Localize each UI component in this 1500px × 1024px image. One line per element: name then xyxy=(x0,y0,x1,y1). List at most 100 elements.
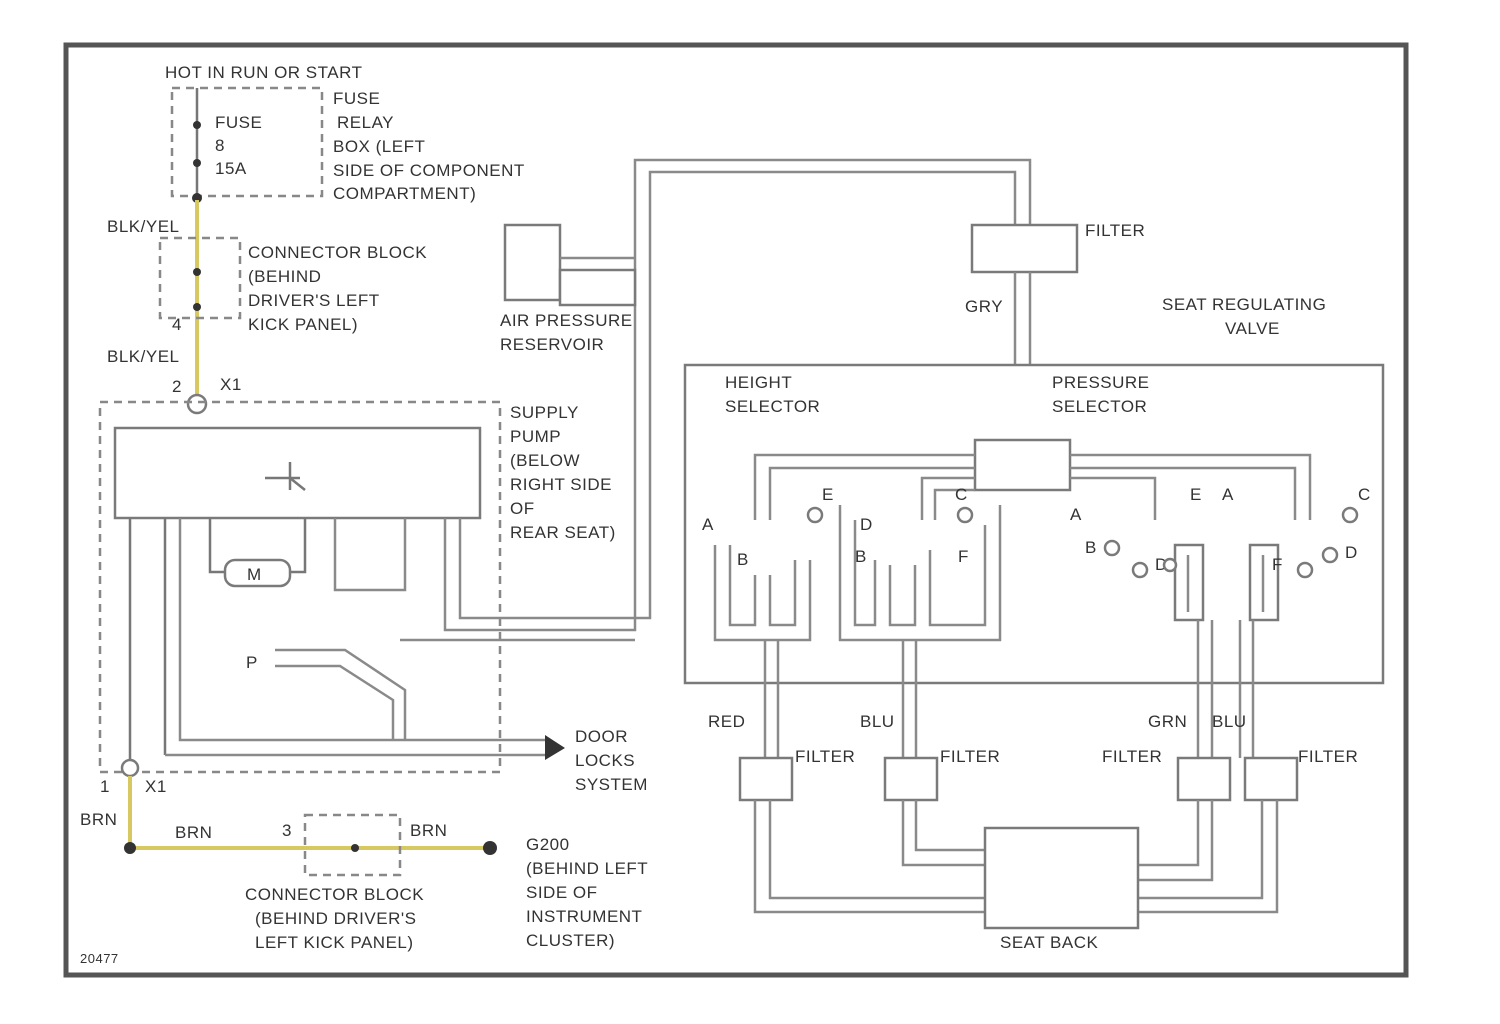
valve-port-icon xyxy=(1164,559,1176,571)
arrow-door-locks-icon xyxy=(545,735,565,760)
connector-x1-label: X1 xyxy=(220,375,242,394)
tube-color-label: RED xyxy=(708,712,745,731)
fuse-amperage-label: 15A xyxy=(215,159,247,178)
valve-port-icon xyxy=(1343,508,1357,522)
p-port-label: P xyxy=(246,653,258,672)
seat-back xyxy=(985,828,1138,928)
valve-port-icon xyxy=(1298,563,1312,577)
port-label: B xyxy=(855,547,867,566)
seat-back-label: SEAT BACK xyxy=(1000,933,1099,952)
port-label: E xyxy=(822,485,834,504)
fuse-relay-box-label: COMPARTMENT) xyxy=(333,184,476,203)
wire-color-label: BLK/YEL xyxy=(107,217,180,236)
fuse-number-label: 8 xyxy=(215,136,225,155)
fuse-relay-box-label: SIDE OF COMPONENT xyxy=(333,161,525,180)
wire-color-label: BRN xyxy=(410,821,447,840)
port-label: A xyxy=(702,515,714,534)
fuse-relay-box-label: RELAY xyxy=(337,113,394,132)
ground-label: CLUSTER) xyxy=(526,931,615,950)
ground-label: (BEHIND LEFT xyxy=(526,859,648,878)
ground-label: G200 xyxy=(526,835,570,854)
filter-3 xyxy=(1178,758,1230,800)
filter-4 xyxy=(1245,758,1297,800)
connector-block-label: CONNECTOR BLOCK xyxy=(248,243,427,262)
wire-color-label: BLK/YEL xyxy=(107,347,180,366)
reservoir-label: AIR PRESSURE xyxy=(500,311,633,330)
port-label: F xyxy=(1272,555,1283,574)
connector-x1-label: X1 xyxy=(145,777,167,796)
filter-label: FILTER xyxy=(795,747,855,766)
filter-label: FILTER xyxy=(1298,747,1358,766)
filter-top xyxy=(972,225,1077,272)
filter-label: FILTER xyxy=(1102,747,1162,766)
supply-pump-label: (BELOW xyxy=(510,451,580,470)
valve-port-icon xyxy=(958,508,972,522)
filter-2 xyxy=(885,758,937,800)
air-pressure-reservoir xyxy=(505,225,635,305)
door-locks-label: SYSTEM xyxy=(575,775,648,794)
connector-block-label: (BEHIND xyxy=(248,267,321,286)
supply-pump-label: OF xyxy=(510,499,535,518)
connector-block-label: KICK PANEL) xyxy=(248,315,358,334)
valve-port-icon xyxy=(1133,563,1147,577)
port-label: C xyxy=(1358,485,1371,504)
port-label: B xyxy=(737,550,749,569)
tube-color-label: GRN xyxy=(1148,712,1187,731)
reservoir-label: RESERVOIR xyxy=(500,335,604,354)
fuse-relay-box-label: BOX (LEFT xyxy=(333,137,425,156)
height-selector-label: SELECTOR xyxy=(725,397,820,416)
supply-pump-label: REAR SEAT) xyxy=(510,523,616,542)
connector-x1-pin xyxy=(122,760,138,776)
wire-color-label: BRN xyxy=(80,810,117,829)
seat-valve-label: SEAT REGULATING xyxy=(1162,295,1326,314)
wire-color-label: BRN xyxy=(175,823,212,842)
port-label: E xyxy=(1190,485,1202,504)
pressure-selector-label: SELECTOR xyxy=(1052,397,1147,416)
supply-pump-label: SUPPLY xyxy=(510,403,579,422)
door-locks-label: DOOR xyxy=(575,727,628,746)
connector-block-label: LEFT KICK PANEL) xyxy=(255,933,414,952)
connector-x1-pin xyxy=(188,395,206,413)
valve-manifold xyxy=(975,440,1070,490)
fuse-relay-box xyxy=(172,88,322,203)
connector-block-label: DRIVER'S LEFT xyxy=(248,291,380,310)
tube-color-label: BLU xyxy=(860,712,895,731)
seat-valve-label: VALVE xyxy=(1225,319,1280,338)
height-selector-label: HEIGHT xyxy=(725,373,792,392)
port-label: C xyxy=(955,485,968,504)
valve-port-icon xyxy=(1105,541,1119,555)
pump-pressure-switch xyxy=(115,428,480,518)
pin-number-label: 4 xyxy=(172,315,182,334)
ground-label: INSTRUMENT xyxy=(526,907,642,926)
pressure-selector-label: PRESSURE xyxy=(1052,373,1150,392)
tube-color-label: GRY xyxy=(965,297,1003,316)
port-label: A xyxy=(1070,505,1082,524)
motor-label: M xyxy=(247,565,262,584)
door-locks-label: LOCKS xyxy=(575,751,635,770)
port-label: D xyxy=(1345,543,1358,562)
supply-pump-label: RIGHT SIDE xyxy=(510,475,612,494)
port-label: A xyxy=(1222,485,1234,504)
filter-label: FILTER xyxy=(940,747,1000,766)
port-label: B xyxy=(1085,538,1097,557)
filter-label: FILTER xyxy=(1085,221,1145,240)
connector-block-label: CONNECTOR BLOCK xyxy=(245,885,424,904)
valve-port-icon xyxy=(1323,548,1337,562)
tube-color-label: BLU xyxy=(1212,712,1247,731)
connector-block-label: (BEHIND DRIVER'S xyxy=(255,909,416,928)
filter-1 xyxy=(740,758,792,800)
figure-id-label: 20477 xyxy=(80,951,119,966)
valve-port-icon xyxy=(808,508,822,522)
pump-body xyxy=(335,518,405,590)
fuse-relay-box-label: FUSE xyxy=(333,89,380,108)
connector-block-upper xyxy=(160,238,240,318)
pin-number-label: 2 xyxy=(172,377,182,396)
port-label: D xyxy=(860,515,873,534)
ground-label: SIDE OF xyxy=(526,883,598,902)
fuse-label: FUSE xyxy=(215,113,262,132)
supply-pump-label: PUMP xyxy=(510,427,561,446)
pin-number-label: 3 xyxy=(282,821,292,840)
port-label: F xyxy=(958,547,969,566)
pin-number-label: 1 xyxy=(100,777,110,796)
